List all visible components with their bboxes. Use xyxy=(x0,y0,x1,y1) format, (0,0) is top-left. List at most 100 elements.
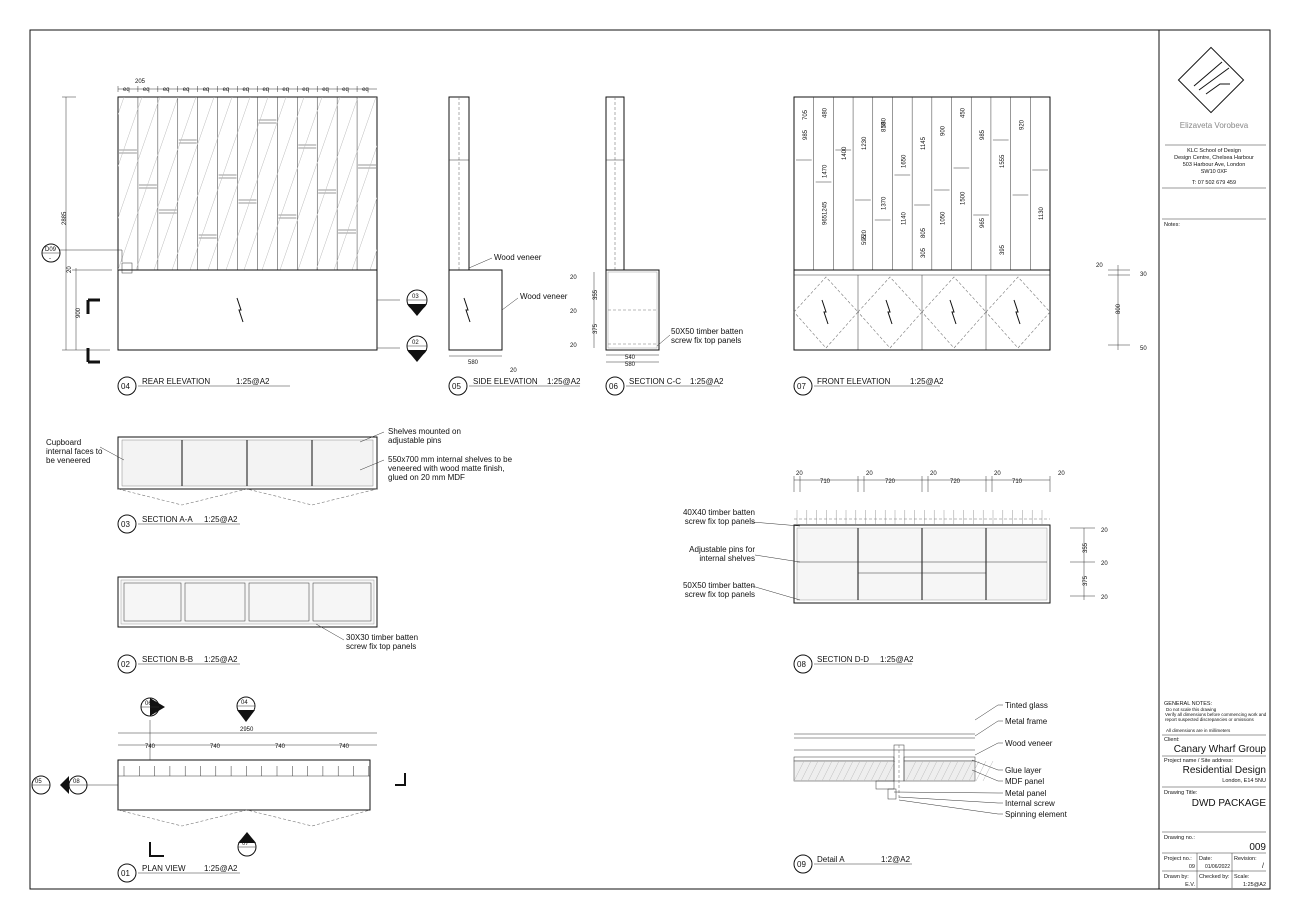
front-dim: 965 xyxy=(823,214,829,225)
dd-label-pins: Adjustable pins for internal shelves xyxy=(689,545,755,563)
cc-dim-375: 375 xyxy=(593,323,599,334)
dim-eq: eq xyxy=(123,87,130,93)
front-dim: 595 xyxy=(862,234,868,245)
general-note-2: Verify all dimensions before commencing … xyxy=(1165,712,1267,722)
section-aa-title: SECTION A-A xyxy=(142,515,193,524)
aa-label-pins: Shelves mounted on adjustable pins xyxy=(388,427,461,445)
plan-view-title: PLAN VIEW xyxy=(142,864,186,873)
project-location: London, E14 5NU xyxy=(1222,778,1266,784)
section-aa-scale: 1:25@A2 xyxy=(204,515,238,524)
front-dim: 305 xyxy=(921,247,927,258)
drawing-title: DWD PACKAGE xyxy=(1192,798,1267,809)
dim-eq: eq xyxy=(262,87,269,93)
dd-right-3: 20 xyxy=(1101,561,1108,567)
plan-dim-1: 740 xyxy=(145,744,156,750)
plan-tag-06-num: 06 xyxy=(145,701,152,707)
front-dim: 705 xyxy=(803,109,809,120)
cc-label: 50X50 timber batten screw fix top panels xyxy=(671,327,744,345)
front-dim: 1145 xyxy=(921,136,927,150)
aa-label-left: Cupboard internal faces to be veneered xyxy=(46,438,103,465)
revision-value: / xyxy=(1262,863,1264,870)
title-block-frame xyxy=(1158,29,1271,890)
front-dim: 810 xyxy=(882,121,888,132)
front-dim: 480 xyxy=(823,107,829,118)
plan-dim-2: 740 xyxy=(210,744,221,750)
section-tag-03-dash: - xyxy=(415,302,417,308)
section-dd-num: 08 xyxy=(797,660,806,669)
dd-top-dim: 720 xyxy=(885,479,896,485)
cc-dim-20a: 20 xyxy=(570,275,577,281)
section-bb: 30X30 timber batten screw fix top panels… xyxy=(117,576,419,674)
detail-label: Spinning element xyxy=(1005,810,1068,819)
project-name: Residential Design xyxy=(1183,765,1266,776)
section-dd-scale: 1:25@A2 xyxy=(880,655,914,664)
cc-dim-580: 580 xyxy=(625,362,636,368)
date-value: 01/06/2022 xyxy=(1205,864,1230,870)
side-label-veneer-top: Wood veneer xyxy=(494,253,542,262)
drawing-no: 009 xyxy=(1249,842,1266,853)
side-dim-580: 580 xyxy=(468,360,479,366)
dim-eq: eq xyxy=(342,87,349,93)
front-dim: 1050 xyxy=(941,211,947,225)
front-elevation-scale: 1:25@A2 xyxy=(910,377,944,386)
detail-label: Metal panel xyxy=(1005,789,1047,798)
dd-right-5: 20 xyxy=(1101,595,1108,601)
section-aa: Cupboard internal faces to be veneered S… xyxy=(46,427,513,534)
address-phone: T: 07 502 679 459 xyxy=(1192,180,1236,186)
notes-label: Notes: xyxy=(1164,222,1180,228)
detail-a-title: Detail A xyxy=(817,855,845,864)
section-tag-02: 02 - xyxy=(406,335,428,362)
dd-top-dim: 720 xyxy=(950,479,961,485)
aa-label-shelves: 550x700 mm internal shelves to be veneer… xyxy=(388,455,513,482)
address-line-1: KLC School of Design xyxy=(1187,148,1241,154)
dd-top-dim: 20 xyxy=(866,471,873,477)
section-tag-02-dash: - xyxy=(415,348,417,354)
side-elevation-title: SIDE ELEVATION xyxy=(473,377,538,386)
rear-elevation-num: 04 xyxy=(121,382,130,391)
dd-right-1: 20 xyxy=(1101,528,1108,534)
section-tag-03-num: 03 xyxy=(412,294,419,300)
dim-eq: eq xyxy=(362,87,369,93)
project-no-label: Project no.: xyxy=(1164,856,1192,862)
dd-top-dim: 20 xyxy=(1058,471,1065,477)
detail-label: Tinted glass xyxy=(1005,701,1048,710)
front-dim: 1400 xyxy=(842,146,848,160)
date-label: Date: xyxy=(1199,856,1213,862)
plan-view: 2950 740 740 740 740 06 04 05 xyxy=(31,696,406,883)
detail-a-scale: 1:2@A2 xyxy=(881,855,911,864)
scale-value: 1:25@A2 xyxy=(1243,882,1266,888)
bb-label: 30X30 timber batten screw fix top panels xyxy=(346,633,419,651)
rear-elevation-title: REAR ELEVATION xyxy=(142,377,210,386)
front-elevation-title: FRONT ELEVATION xyxy=(817,377,891,386)
front-dim: 965 xyxy=(980,217,986,228)
plan-tag-05-num: 05 xyxy=(35,779,42,785)
revision-label: Revision: xyxy=(1234,856,1257,862)
cc-dim-20b: 20 xyxy=(570,309,577,315)
front-dim: 1500 xyxy=(960,191,966,205)
dd-top-dim: 20 xyxy=(994,471,1001,477)
cc-dim-355: 355 xyxy=(593,289,599,300)
detail-label: Metal frame xyxy=(1005,717,1048,726)
plan-dim-4: 740 xyxy=(339,744,350,750)
dim-eq: eq xyxy=(302,87,309,93)
plan-view-scale: 1:25@A2 xyxy=(204,864,238,873)
dd-top-dim: 710 xyxy=(1012,479,1023,485)
side-dim-20: 20 xyxy=(510,368,517,374)
dd-right-2: 355 xyxy=(1083,542,1089,553)
general-notes-label: GENERAL NOTES: xyxy=(1164,701,1213,707)
plan-tag-04: 04 xyxy=(236,696,256,722)
section-tag-02-num: 02 xyxy=(412,340,419,346)
front-dim: 920 xyxy=(1019,119,1025,130)
drawing-no-label: Drawing no.: xyxy=(1164,835,1195,841)
dim-eq: eq xyxy=(282,87,289,93)
dim-900: 900 xyxy=(76,307,82,318)
front-dim: 1650 xyxy=(901,154,907,168)
detail-a-num: 09 xyxy=(797,860,806,869)
front-dim: 1130 xyxy=(1039,206,1045,220)
dim-2885: 2885 xyxy=(62,211,68,225)
plan-tag-07: 07 xyxy=(237,832,257,857)
plan-tag-06: 06 xyxy=(140,697,165,717)
